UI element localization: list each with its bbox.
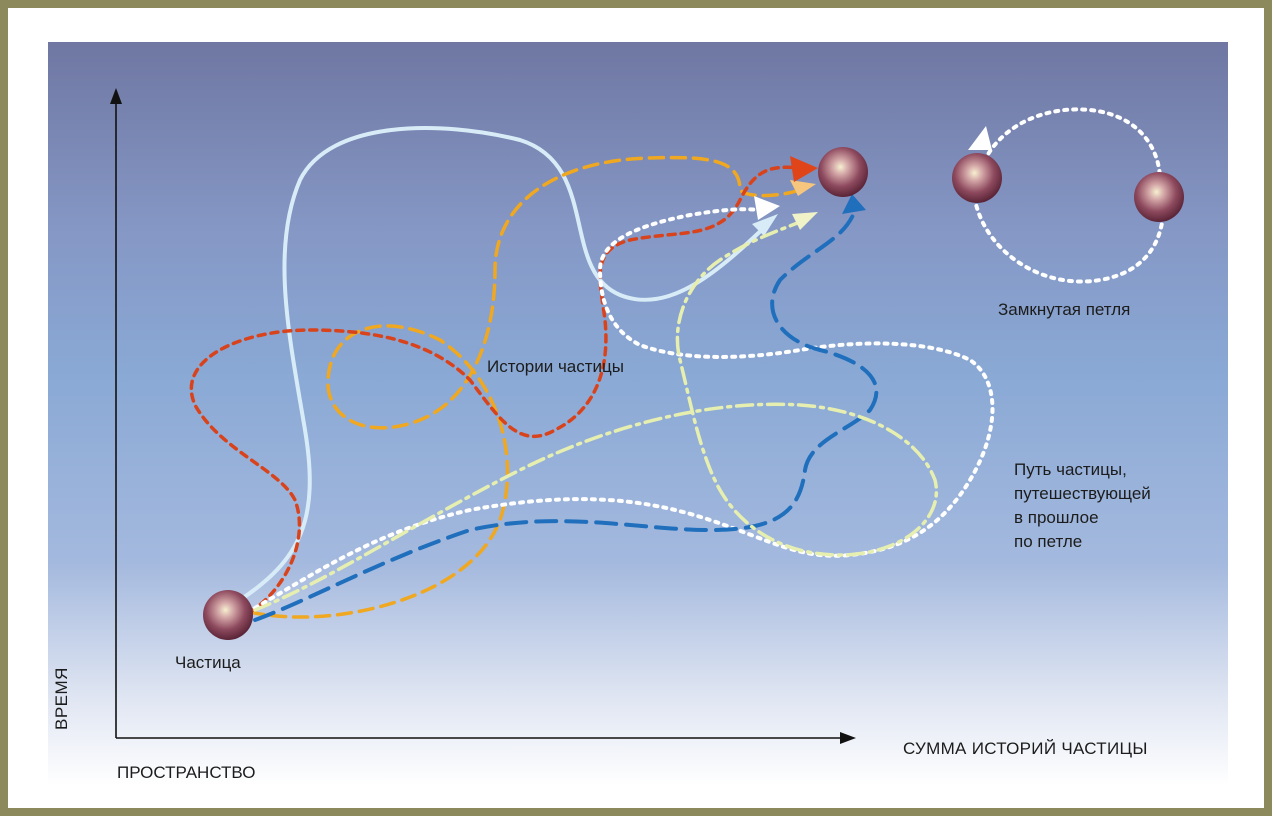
figure-title: СУММА ИСТОРИЙ ЧАСТИЦЫ	[903, 739, 1148, 758]
loop-path-caption-line: Путь частицы,	[1014, 460, 1127, 479]
spheres	[203, 147, 1184, 640]
particle-sphere-start	[203, 590, 253, 640]
loop-path-caption: Путь частицы, путешествующей в прошлое п…	[1014, 458, 1151, 554]
arrow-white-icon	[754, 196, 780, 220]
y-axis-arrow-icon	[110, 88, 122, 104]
history-path-red	[189, 165, 802, 614]
arrow-orange-icon	[790, 180, 816, 196]
diagram-stage	[48, 42, 1228, 786]
arrow-red-icon	[790, 156, 818, 182]
axes	[110, 88, 856, 744]
particle-histories	[189, 126, 995, 622]
closed-loop-arrow-icon	[968, 126, 992, 150]
history-path-light-blue	[238, 126, 772, 602]
history-path-orange	[248, 155, 807, 619]
loop-path-caption-line: по петле	[1014, 532, 1083, 551]
loop-sphere-left	[952, 153, 1002, 203]
particle-sphere-end	[818, 147, 868, 197]
y-axis-label: ВРЕМЯ	[52, 667, 71, 730]
x-axis-arrow-icon	[840, 732, 856, 744]
particle-label: Частица	[175, 653, 241, 672]
loop-sphere-right	[1134, 172, 1184, 222]
history-path-white-lower	[253, 207, 995, 610]
x-axis-label: ПРОСТРАНСТВО	[117, 763, 256, 782]
arrow-pale-yellow-icon	[792, 212, 818, 230]
closed-loop-label: Замкнутая петля	[998, 300, 1131, 319]
loop-path-caption-line: путешествующей	[1014, 484, 1151, 503]
loop-path-caption-line: в прошлое	[1014, 508, 1099, 527]
histories-label: Истории частицы	[487, 357, 624, 376]
history-path-pale-yellow	[253, 220, 939, 612]
arrow-light-blue-icon	[752, 214, 778, 236]
history-path-blue	[253, 208, 879, 622]
arrow-blue-icon	[842, 194, 866, 214]
